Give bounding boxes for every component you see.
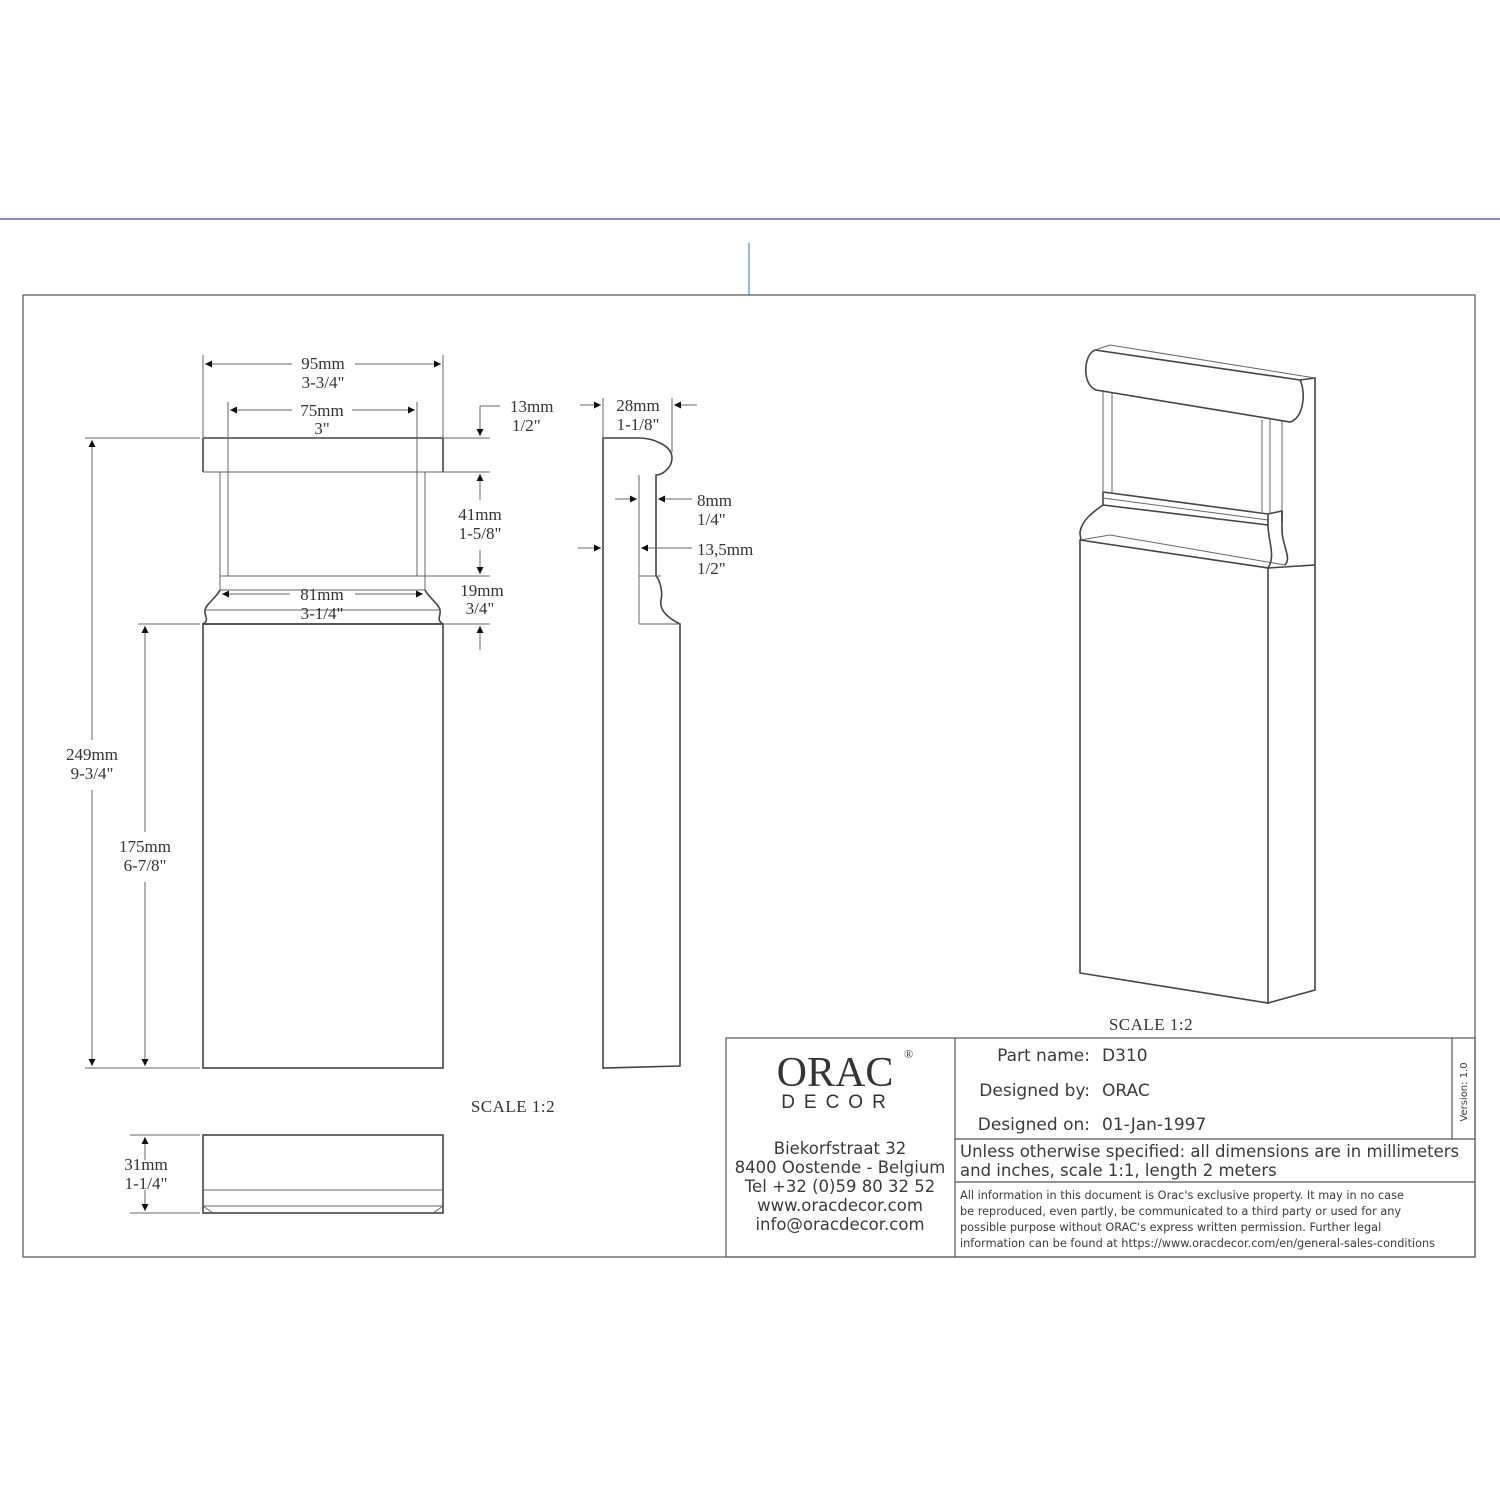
legal-line: All information in this document is Orac…: [960, 1189, 1404, 1202]
dim-overall-width-mm: 95mm: [301, 354, 344, 373]
dim-opening-inch: 1-5/8": [459, 524, 502, 543]
address-line: Biekorfstraat 32: [774, 1139, 907, 1158]
dim-opening-mm: 41mm: [458, 505, 501, 524]
legal-line: be reproduced, even partly, be communica…: [960, 1205, 1401, 1218]
legal-line: possible purpose without ORAC's express …: [960, 1221, 1381, 1234]
front-scale-label: SCALE 1:2: [471, 1097, 555, 1116]
dim-depth-mm: 28mm: [616, 396, 659, 415]
part-name-value: D310: [1102, 1046, 1148, 1066]
dim-depth-inch: 1-1/8": [617, 415, 660, 434]
designed-by-label: Designed by:: [979, 1081, 1090, 1101]
dim-capital-width-inch: 3-1/4": [301, 604, 344, 623]
part-name-label: Part name:: [997, 1046, 1090, 1066]
iso-scale-label: SCALE 1:2: [1109, 1015, 1193, 1034]
dim-inner-width-mm: 75mm: [300, 401, 343, 420]
phone-line: Tel +32 (0)59 80 32 52: [744, 1177, 935, 1196]
dim-capital-height-inch: 3/4": [466, 599, 495, 618]
spec-note-line: and inches, scale 1:1, length 2 meters: [960, 1161, 1277, 1180]
dim-upper-depth-mm: 8mm: [697, 491, 732, 510]
dim-lower-depth-inch: 1/2": [697, 559, 726, 578]
sheet-border: [22, 294, 1476, 1258]
side-view: [602, 437, 681, 1069]
designed-on-label: Designed on:: [978, 1115, 1090, 1135]
dim-overall-height-mm: 249mm: [66, 745, 118, 764]
dim-overall-width-inch: 3-3/4": [302, 373, 345, 392]
email-link[interactable]: info@oracdecor.com: [755, 1215, 924, 1234]
orac-logo: ORAC: [777, 1050, 894, 1096]
registered-mark: ®: [904, 1047, 913, 1061]
dim-capital-width-mm: 81mm: [300, 585, 343, 604]
bottom-view: [202, 1134, 444, 1214]
website-link[interactable]: www.oracdecor.com: [757, 1196, 923, 1215]
dim-capital-height-mm: 19mm: [460, 581, 503, 600]
address-line: 8400 Oostende - Belgium: [735, 1158, 946, 1177]
dim-base-height-inch: 6-7/8": [124, 856, 167, 875]
front-view: [202, 437, 444, 1069]
isometric-view: [1079, 344, 1316, 1004]
dim-inner-width-inch: 3": [314, 419, 329, 438]
decor-logo: DECOR: [781, 1092, 895, 1113]
version-label: Version: 1.0: [1459, 1062, 1470, 1121]
dim-overall-height-inch: 9-3/4": [71, 764, 114, 783]
dim-lower-depth-mm: 13,5mm: [697, 540, 753, 559]
designed-on-value: 01-Jan-1997: [1102, 1115, 1206, 1135]
dim-upper-depth-inch: 1/4": [697, 510, 726, 529]
dim-base-height-mm: 175mm: [119, 837, 171, 856]
legal-line: information can be found at https://www.…: [960, 1237, 1435, 1250]
dim-thickness-mm: 31mm: [124, 1155, 167, 1174]
title-block: [725, 1037, 1476, 1258]
spec-note-line: Unless otherwise specified: all dimensio…: [960, 1142, 1459, 1161]
designed-by-value: ORAC: [1102, 1081, 1150, 1101]
dim-top-band-mm: 13mm: [510, 397, 553, 416]
dim-thickness-inch: 1-1/4": [125, 1174, 168, 1193]
dim-top-band-inch: 1/2": [512, 416, 541, 435]
